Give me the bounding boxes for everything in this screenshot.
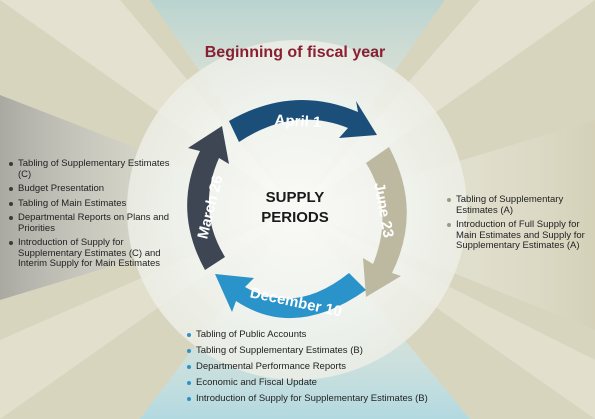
list-item: Tabling of Supplementary Estimates (A) — [446, 194, 595, 216]
bullet-icon — [187, 365, 191, 369]
list-item-text: Tabling of Main Estimates — [18, 197, 127, 209]
bullet-icon — [9, 162, 13, 166]
arrow-march — [187, 126, 229, 270]
list-june-events: Tabling of Supplementary Estimates (A) In… — [446, 194, 595, 256]
center-label: SUPPLY PERIODS — [261, 189, 329, 226]
arrow-december — [215, 273, 366, 319]
bullet-icon — [9, 187, 13, 191]
bullet-icon — [9, 241, 13, 245]
bullet-icon — [187, 333, 191, 337]
diagram-heading: Beginning of fiscal year — [204, 44, 386, 61]
list-march-events: Tabling of Supplementary Estimates (C) Bu… — [8, 158, 178, 274]
list-item-text: Departmental Performance Reports — [196, 361, 346, 372]
bullet-icon — [187, 349, 191, 353]
list-item: Economic and Fiscal Update — [186, 377, 486, 389]
bullet-icon — [447, 223, 451, 227]
list-item: Departmental Reports on Plans and Priori… — [8, 212, 178, 234]
list-item: Introduction of Supply for Supplementary… — [186, 393, 486, 405]
list-item: Tabling of Main Estimates — [8, 197, 178, 210]
list-item-text: Introduction of Supply for Supplementary… — [18, 237, 161, 269]
list-item-text: Departmental Reports on Plans and Priori… — [18, 212, 170, 234]
list-item-text: Budget Presentation — [18, 183, 105, 194]
bullet-icon — [447, 198, 451, 202]
bullet-icon — [187, 381, 191, 385]
list-item: Introduction of Full Supply for Main Est… — [446, 219, 595, 252]
bullet-icon — [187, 397, 191, 401]
arrow-label-april: April 1 — [274, 112, 322, 131]
list-item: Tabling of Supplementary Estimates (C) — [8, 158, 178, 180]
list-item: Tabling of Public Accounts — [186, 329, 486, 341]
list-item-text: Tabling of Supplementary Estimates (A) — [456, 194, 564, 216]
list-item: Departmental Performance Reports — [186, 361, 486, 373]
list-item-text: Tabling of Supplementary Estimates (B) — [196, 345, 363, 356]
list-item-text: Introduction of Supply for Supplementary… — [196, 393, 428, 404]
bullet-icon — [9, 201, 13, 206]
list-item: Tabling of Supplementary Estimates (B) — [186, 345, 486, 357]
bullet-icon — [9, 216, 13, 220]
list-item: Introduction of Supply for Supplementary… — [8, 237, 178, 270]
list-item-text: Tabling of Public Accounts — [196, 329, 307, 340]
arrow-june — [363, 147, 407, 297]
list-item-text: Economic and Fiscal Update — [196, 377, 317, 388]
arrow-april — [229, 99, 377, 142]
list-item: Budget Presentation — [8, 183, 178, 195]
list-item-text: Tabling of Supplementary Estimates (C) — [18, 158, 170, 180]
list-item-text: Introduction of Full Supply for Main Est… — [456, 219, 585, 251]
